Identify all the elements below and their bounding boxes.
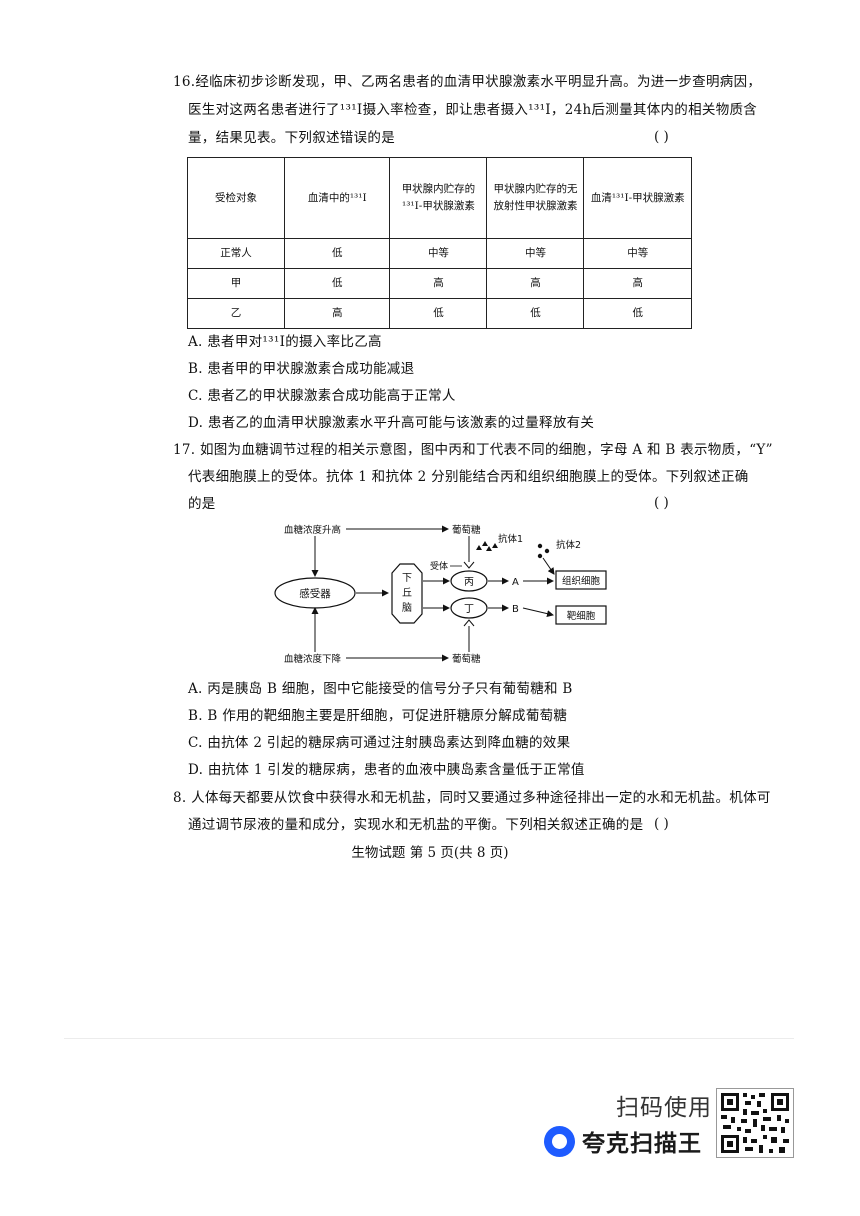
q16-option-a: A. 患者甲对¹³¹I的摄入率比乙高 bbox=[188, 334, 382, 350]
label-cell-ding: 丁 bbox=[464, 604, 474, 615]
q18-stem-line2: 通过调节尿液的量和成分，实现水和无机盐的平衡。下列相关叙述正确的是 bbox=[188, 817, 644, 833]
q16-option-d: D. 患者乙的血清甲状腺激素水平升高可能与该激素的过量释放有关 bbox=[188, 415, 595, 431]
page-divider bbox=[64, 1038, 794, 1039]
table-cell: 中等 bbox=[583, 238, 692, 269]
label-receptor: 受体 bbox=[430, 560, 448, 572]
label-hypothalamus-2: 丘 bbox=[402, 587, 412, 599]
q17-option-d: D. 由抗体 1 引发的糖尿病，患者的血液中胰岛素含量低于正常值 bbox=[188, 762, 585, 778]
table-cell: 高 bbox=[486, 268, 585, 299]
antibody2-icon bbox=[537, 543, 543, 549]
brand-name: 夸克扫描王 bbox=[582, 1131, 702, 1157]
target-cell-node bbox=[555, 605, 607, 625]
table-cell: 高 bbox=[284, 298, 391, 329]
blood-glucose-regulation-diagram: 血糖浓度升高 葡萄糖 血糖浓度下降 葡萄糖 感受器 下 丘 脑 丙 丁 受体 bbox=[274, 524, 607, 665]
q16-stem-line1: 16.经临床初步诊断发现，甲、乙两名患者的血清甲状腺激素水平明显升高。为进一步查… bbox=[173, 74, 762, 90]
label-target-cell: 靶细胞 bbox=[567, 610, 596, 622]
antibody1-icon bbox=[486, 546, 492, 551]
receptor-y-ding-icon bbox=[463, 619, 475, 627]
table-row: 甲 低 高 高 高 bbox=[186, 268, 692, 299]
table-row: 正常人 低 中等 中等 中等 bbox=[186, 238, 692, 269]
q17-stem-line3: 的是 bbox=[188, 496, 216, 512]
table-header-cell: 甲状腺内贮存的¹³¹I-甲状腺激素 bbox=[389, 157, 488, 239]
q18-stem-line1: 8. 人体每天都要从饮食中获得水和无机盐，同时又要通过多种途径排出一定的水和无机… bbox=[173, 790, 771, 806]
table-cell: 低 bbox=[284, 268, 391, 299]
antibody2-icon bbox=[544, 548, 550, 554]
label-antibody1: 抗体1 bbox=[498, 533, 523, 545]
label-glucose-bottom: 葡萄糖 bbox=[452, 653, 481, 665]
label-antibody2: 抗体2 bbox=[556, 539, 581, 551]
antibody2-icon bbox=[537, 553, 543, 559]
label-glucose-top: 葡萄糖 bbox=[452, 524, 481, 536]
q16-stem-line3: 量，结果见表。下列叙述错误的是 bbox=[188, 130, 395, 146]
label-substance-a: A bbox=[512, 577, 519, 588]
q17-option-a: A. 丙是胰岛 B 细胞，图中它能接受的信号分子只有葡萄糖和 B bbox=[188, 681, 573, 697]
q17-answer-blank: ( ) bbox=[654, 495, 669, 511]
q16-stem-line2: 医生对这两名患者进行了¹³¹I摄入率检查，即让患者摄入¹³¹I，24h后测量其体… bbox=[188, 102, 758, 118]
q16-option-c: C. 患者乙的甲状腺激素合成功能高于正常人 bbox=[188, 388, 456, 404]
label-glucose-rise: 血糖浓度升高 bbox=[284, 524, 341, 536]
table-header-cell: 血清中的¹³¹I bbox=[284, 157, 391, 239]
table-header-cell: 受检对象 bbox=[186, 157, 286, 239]
hypothalamus-node bbox=[391, 563, 423, 624]
cell-ding-node bbox=[450, 597, 488, 619]
table-cell: 甲 bbox=[186, 268, 286, 299]
table-cell: 中等 bbox=[389, 238, 488, 269]
table-header-cell: 甲状腺内贮存的无放射性甲状腺激素 bbox=[486, 157, 585, 239]
q16-option-b: B. 患者甲的甲状腺激素合成功能减退 bbox=[188, 361, 415, 377]
table-cell: 高 bbox=[583, 268, 692, 299]
table-cell: 低 bbox=[486, 298, 585, 329]
q17-stem-line1: 17. 如图为血糖调节过程的相关示意图，图中丙和丁代表不同的细胞，字母 A 和 … bbox=[173, 442, 773, 458]
table-cell: 正常人 bbox=[186, 238, 286, 269]
table-cell: 中等 bbox=[486, 238, 585, 269]
label-cell-bing: 丙 bbox=[464, 577, 474, 588]
receptor-organ-node bbox=[274, 577, 356, 609]
table-cell: 低 bbox=[389, 298, 488, 329]
q17-option-c: C. 由抗体 2 引起的糖尿病可通过注射胰岛素达到降血糖的效果 bbox=[188, 735, 571, 751]
label-tissue-cell: 组织细胞 bbox=[562, 575, 601, 587]
antibody1-icon bbox=[476, 545, 482, 550]
scanner-brand: 夸克扫描王 bbox=[544, 1123, 702, 1159]
cell-bing-node bbox=[450, 570, 488, 592]
label-glucose-fall: 血糖浓度下降 bbox=[284, 653, 342, 665]
table-header-row: 受检对象 血清中的¹³¹I 甲状腺内贮存的¹³¹I-甲状腺激素 甲状腺内贮存的无… bbox=[186, 157, 692, 239]
receptor-y-bing-icon bbox=[463, 561, 475, 569]
qr-code-icon[interactable] bbox=[716, 1088, 794, 1158]
table-header-cell: 血清¹³¹I-甲状腺激素 bbox=[583, 157, 692, 239]
table-cell: 低 bbox=[583, 298, 692, 329]
table-cell: 低 bbox=[284, 238, 391, 269]
q16-answer-blank: ( ) bbox=[654, 129, 669, 145]
table-row: 乙 高 低 低 低 bbox=[186, 298, 692, 329]
tissue-cell-node bbox=[555, 570, 607, 590]
table-cell: 高 bbox=[389, 268, 488, 299]
label-receptor-organ: 感受器 bbox=[299, 587, 331, 600]
scan-prompt: 扫码使用 bbox=[616, 1095, 712, 1121]
q16-data-table: 受检对象 血清中的¹³¹I 甲状腺内贮存的¹³¹I-甲状腺激素 甲状腺内贮存的无… bbox=[186, 157, 692, 329]
arrow-antibody2-to-tissue bbox=[542, 557, 555, 575]
q17-stem-line2: 代表细胞膜上的受体。抗体 1 和抗体 2 分别能结合丙和组织细胞膜上的受体。下列… bbox=[188, 469, 749, 485]
arrow-b-to-target bbox=[522, 607, 554, 618]
q17-option-b: B. B 作用的靶细胞主要是肝细胞，可促进肝糖原分解成葡萄糖 bbox=[188, 708, 568, 724]
antibody1-icon bbox=[492, 543, 498, 548]
quark-logo-icon bbox=[544, 1125, 575, 1157]
q18-answer-blank: ( ) bbox=[654, 816, 669, 832]
antibody1-icon bbox=[482, 541, 488, 546]
label-hypothalamus-1: 下 bbox=[402, 573, 412, 584]
label-hypothalamus-3: 脑 bbox=[402, 601, 412, 614]
table-cell: 乙 bbox=[186, 298, 286, 329]
label-substance-b: B bbox=[512, 604, 519, 615]
page-footer: 生物试题 第 5 页(共 8 页) bbox=[351, 845, 509, 861]
